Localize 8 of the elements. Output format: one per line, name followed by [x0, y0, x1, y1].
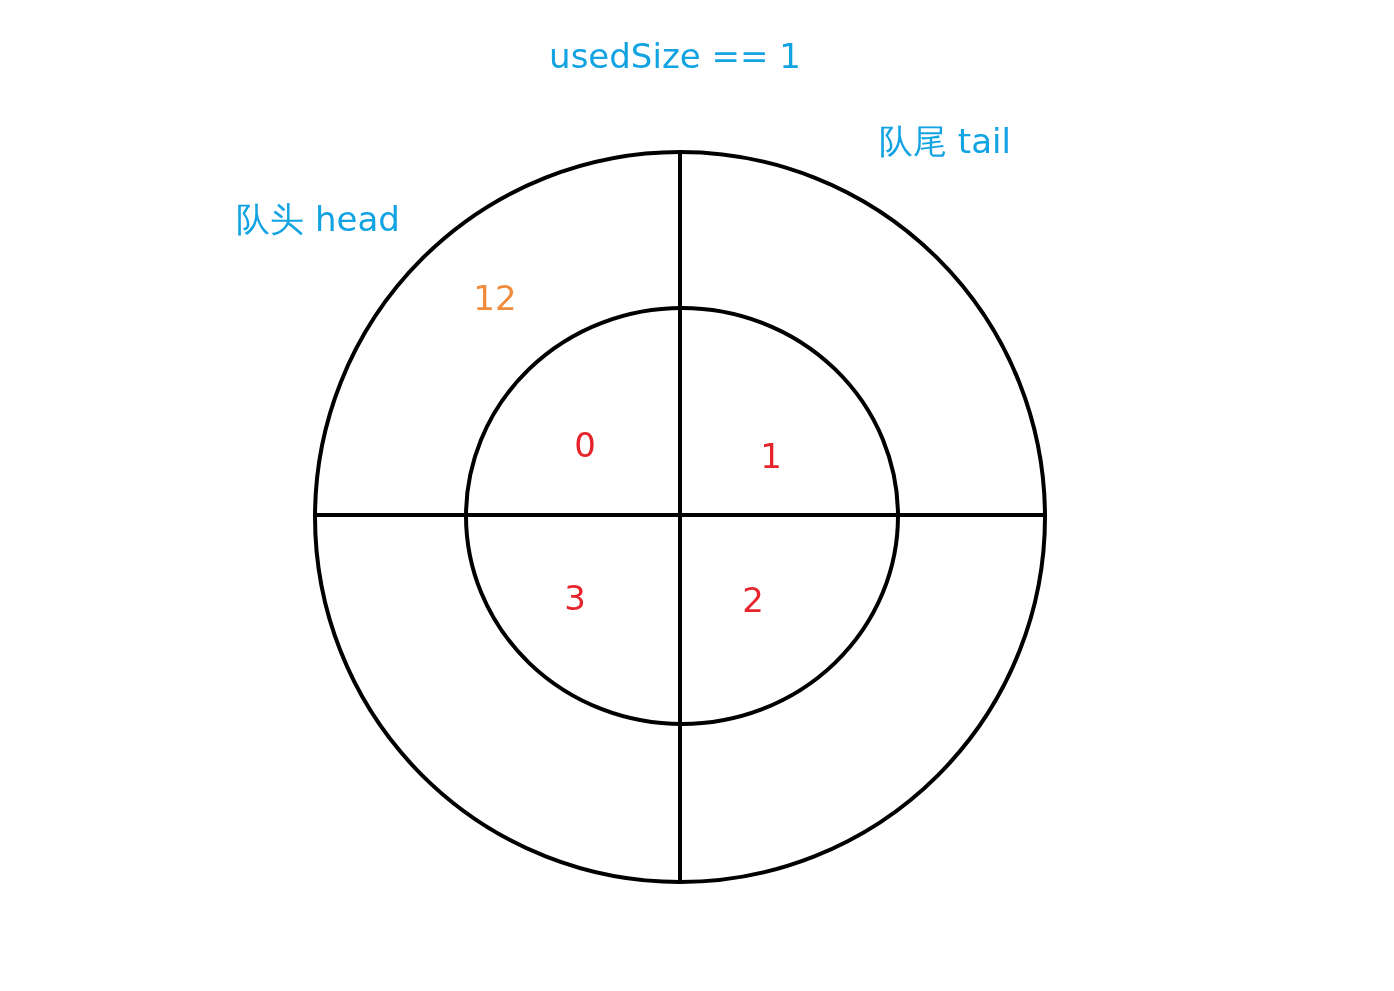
- pointer-label: 队尾 tail: [879, 123, 1011, 161]
- pointer-label: 队头 head: [236, 201, 400, 239]
- index-number: 3: [564, 580, 586, 618]
- index-number: 0: [574, 427, 596, 465]
- index-number: 2: [742, 582, 764, 620]
- value-label: 12: [473, 280, 517, 318]
- title: usedSize == 1: [549, 38, 801, 76]
- index-number: 1: [760, 438, 782, 476]
